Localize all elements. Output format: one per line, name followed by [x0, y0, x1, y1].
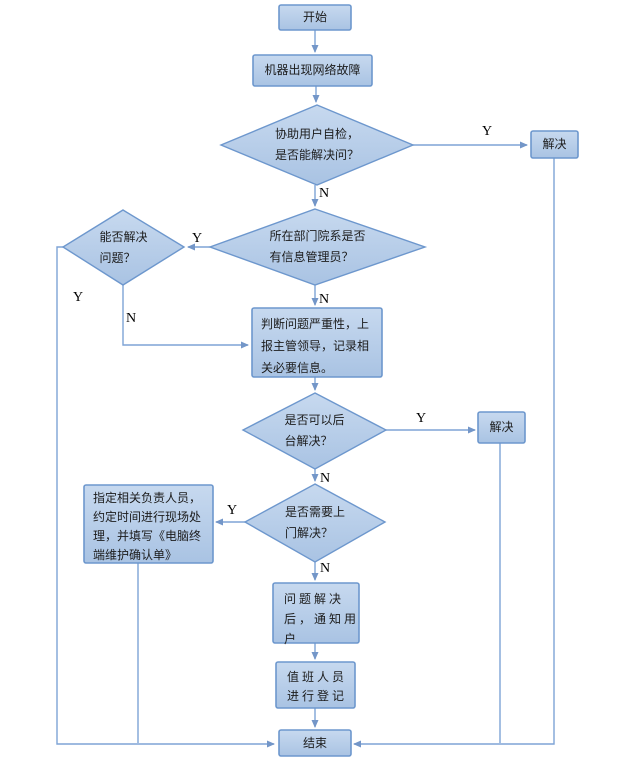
decision-nodes	[61, 104, 428, 563]
onsite-needed-diamond	[243, 483, 387, 563]
admin-can-solve-diamond	[61, 209, 186, 286]
duty-register-node-shape	[275, 661, 356, 709]
process-nodes	[83, 4, 579, 757]
edge-resolvedtop-to-end	[353, 157, 555, 748]
assign-staff-node-shape	[83, 484, 214, 564]
backend-solve-diamond	[241, 392, 388, 470]
self-check-diamond	[219, 104, 415, 186]
connectors	[56, 30, 555, 748]
assess-report-node-shape	[251, 307, 383, 378]
resolved-top-node-shape	[530, 130, 579, 159]
notify-user-node-shape	[272, 582, 360, 644]
has-admin-diamond	[207, 208, 428, 286]
network-fault-node-shape	[252, 54, 373, 87]
start-node-shape	[278, 4, 352, 31]
edge-adminsolve-no-to-assess	[122, 285, 249, 349]
edge-adminsolve-yes-to-end	[56, 246, 275, 748]
resolved-mid-node-shape	[477, 411, 526, 444]
end-node-shape	[278, 729, 352, 757]
